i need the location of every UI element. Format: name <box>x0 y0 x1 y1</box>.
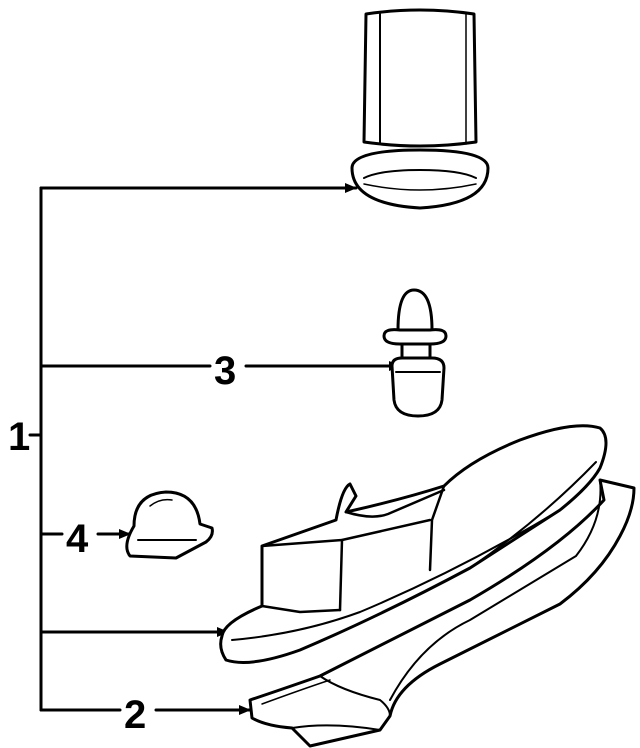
callout-3: 3 <box>214 349 236 393</box>
callout-bracket <box>28 186 43 712</box>
gasket-part <box>248 478 636 748</box>
callout-2: 2 <box>124 693 146 737</box>
housing-part <box>219 424 608 664</box>
callout-4: 4 <box>66 517 89 561</box>
bulb-part <box>125 490 214 560</box>
clip-part <box>382 288 448 418</box>
callout-1: 1 <box>8 415 30 459</box>
lens-part <box>350 8 490 210</box>
